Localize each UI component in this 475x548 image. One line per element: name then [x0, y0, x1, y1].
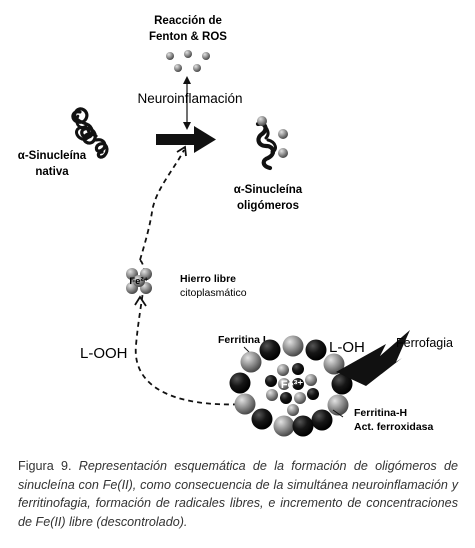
- main-arrow: [156, 126, 216, 153]
- fe2-label: Fe²⁺: [129, 276, 148, 287]
- ferritin-h-label-line2: Act. ferroxidasa: [354, 421, 434, 433]
- lightning-bolt-icon: [336, 330, 410, 386]
- fenton-label-line2: Fenton & ROS: [149, 31, 227, 43]
- native-synuclein-label-line2: nativa: [35, 166, 69, 178]
- fe3-label: Fe³⁺: [281, 379, 304, 391]
- figure-caption: Figura 9. Representación esquemática de …: [18, 457, 458, 531]
- l-ooh-label: L-OOH: [80, 345, 128, 362]
- free-iron-label-line2: citoplasmático: [180, 287, 247, 299]
- diagram-canvas: Reacción de Fenton & ROS Neuroinflamació…: [18, 15, 453, 437]
- bidirectional-arrow: [183, 76, 191, 130]
- dashed-arrowhead-lower: [134, 295, 147, 307]
- oligomer-synuclein-label-line1: α-Sinucleína: [234, 184, 303, 196]
- neuroinflammation-label: Neuroinflamación: [137, 91, 242, 106]
- fenton-label-line1: Reacción de: [154, 15, 222, 27]
- free-iron-cluster: [126, 268, 152, 294]
- ferritin-h-leader: [332, 409, 344, 418]
- ferritin-shell: [229, 335, 353, 437]
- oligomer-synuclein-icon: [255, 116, 288, 171]
- ferrophagy-label: Ferrofagia: [396, 336, 453, 350]
- oligomer-synuclein-label-line2: oligómeros: [237, 200, 299, 212]
- l-oh-label: L-OH: [329, 339, 365, 356]
- ferritin-l-label: Ferritina L: [218, 334, 270, 346]
- ros-spheres: [166, 50, 210, 72]
- caption-prefix: Figura 9.: [18, 459, 79, 473]
- free-iron-label-line1: Hierro libre: [180, 273, 236, 285]
- native-synuclein-label-line1: α-Sinucleína: [18, 150, 87, 162]
- dashed-arrowhead-upper: [176, 145, 187, 157]
- caption-text: Representación esquemática de la formaci…: [18, 459, 458, 529]
- native-synuclein-icon: [71, 107, 109, 159]
- ferritin-h-label-line1: Ferritina-H: [354, 407, 407, 419]
- ferritin-core: [265, 363, 319, 416]
- dashed-path-iron-to-arrow: [139, 149, 185, 261]
